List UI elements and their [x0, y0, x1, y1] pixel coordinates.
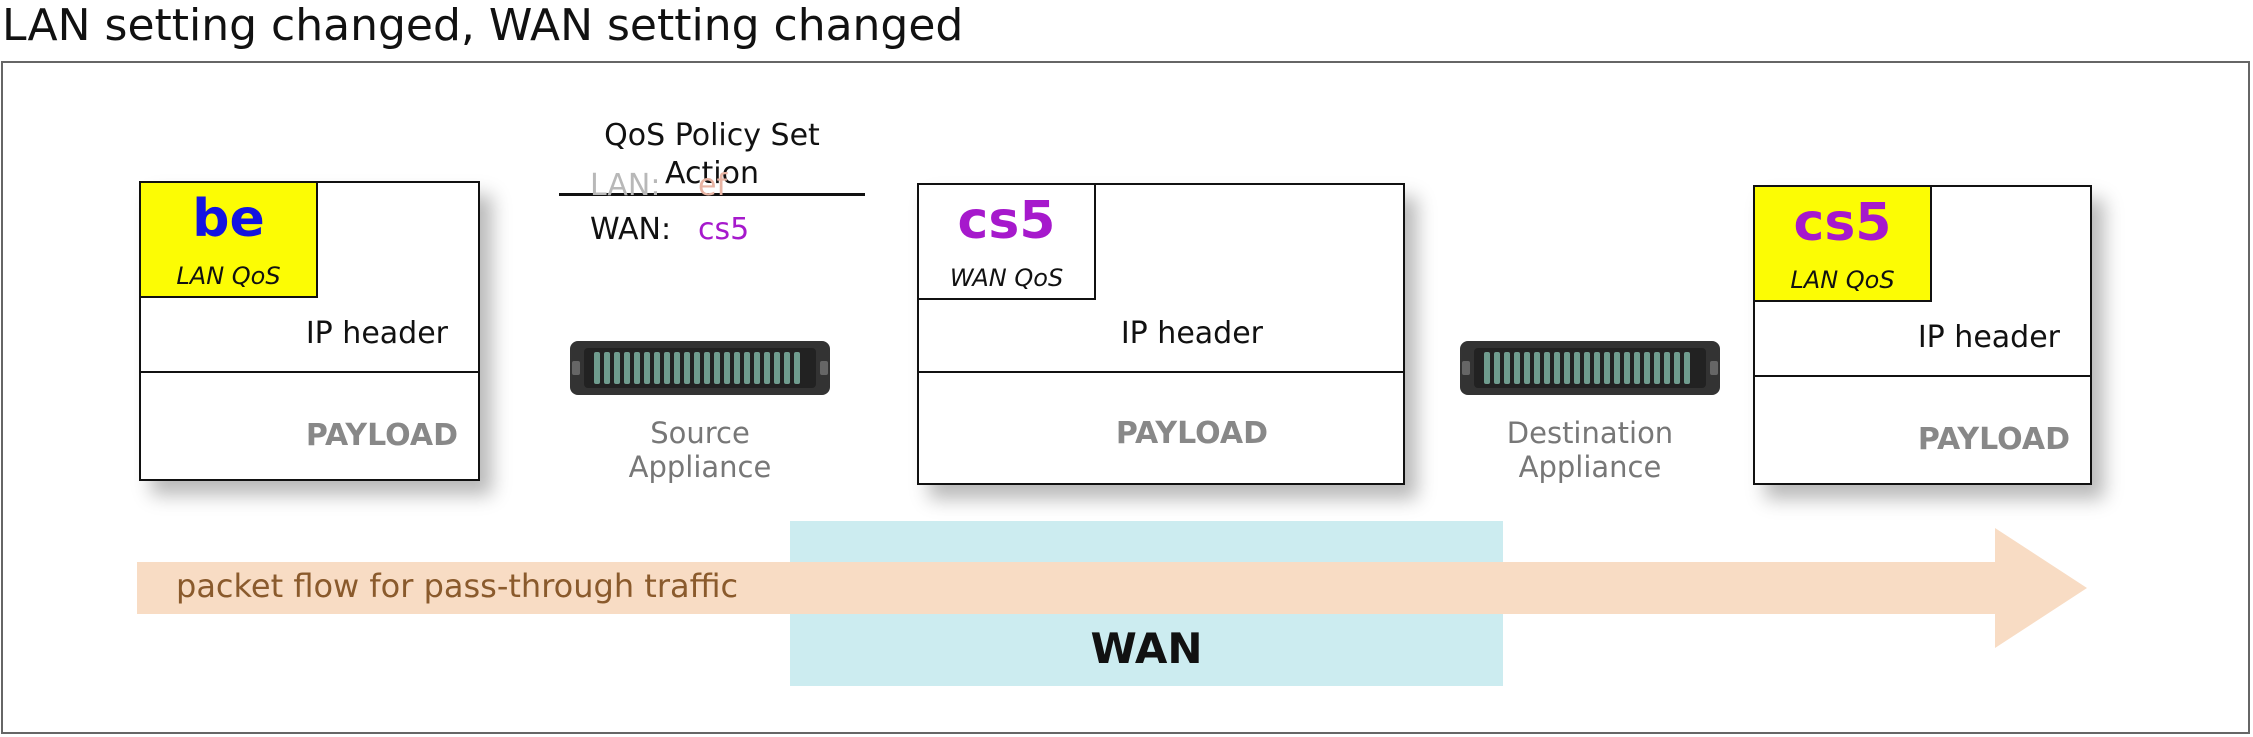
qos-code: cs5	[1793, 193, 1892, 253]
diagram-frame	[1, 61, 2250, 734]
ip-header-section: be LAN QoS IP header	[141, 183, 478, 373]
destination-appliance-line2: Appliance	[1518, 450, 1662, 484]
packet-flow-arrow	[137, 528, 2087, 648]
qos-type: LAN QoS	[176, 262, 281, 290]
packet-wan: cs5 WAN QoS IP header PAYLOAD	[917, 183, 1405, 485]
page-title: LAN setting changed, WAN setting changed	[2, 0, 964, 51]
packet-flow-arrow-shape	[137, 528, 2087, 648]
source-appliance-line1: Source	[650, 416, 750, 450]
ip-header-label: IP header	[305, 316, 448, 351]
policy-lan-value: ef	[698, 168, 728, 203]
wan-label: WAN	[1090, 624, 1203, 673]
policy-heading: QoS Policy Set Action	[559, 117, 865, 196]
ip-header-section: cs5 LAN QoS IP header	[1755, 187, 2090, 377]
policy-wan-value: cs5	[698, 212, 750, 247]
destination-appliance-icon	[1460, 341, 1720, 395]
qos-type: LAN QoS	[1790, 266, 1895, 294]
payload-label: PAYLOAD	[1917, 422, 2070, 457]
qos-marking-box: cs5 WAN QoS	[919, 185, 1096, 300]
qos-code: be	[192, 189, 265, 249]
ip-header-label: IP header	[1120, 316, 1263, 351]
qos-marking-box: cs5 LAN QoS	[1755, 187, 1932, 302]
qos-type: WAN QoS	[949, 264, 1064, 292]
destination-appliance-line1: Destination	[1506, 416, 1674, 450]
policy-lan-label: LAN:	[590, 168, 661, 203]
source-appliance-icon	[570, 341, 830, 395]
qos-code: cs5	[957, 191, 1056, 251]
packet-original: be LAN QoS IP header PAYLOAD	[139, 181, 480, 481]
qos-marking-box: be LAN QoS	[141, 183, 318, 298]
payload-label: PAYLOAD	[305, 418, 458, 453]
destination-appliance-label: Destination Appliance	[1460, 416, 1720, 484]
flow-label: packet flow for pass-through traffic	[176, 567, 739, 605]
packet-destination: cs5 LAN QoS IP header PAYLOAD	[1753, 185, 2092, 485]
ip-header-label: IP header	[1917, 320, 2060, 355]
source-appliance-line2: Appliance	[628, 450, 772, 484]
source-appliance-label: Source Appliance	[580, 416, 820, 484]
ip-header-section: cs5 WAN QoS IP header	[919, 185, 1403, 373]
payload-label: PAYLOAD	[1115, 416, 1268, 451]
policy-wan-label: WAN:	[590, 212, 672, 247]
